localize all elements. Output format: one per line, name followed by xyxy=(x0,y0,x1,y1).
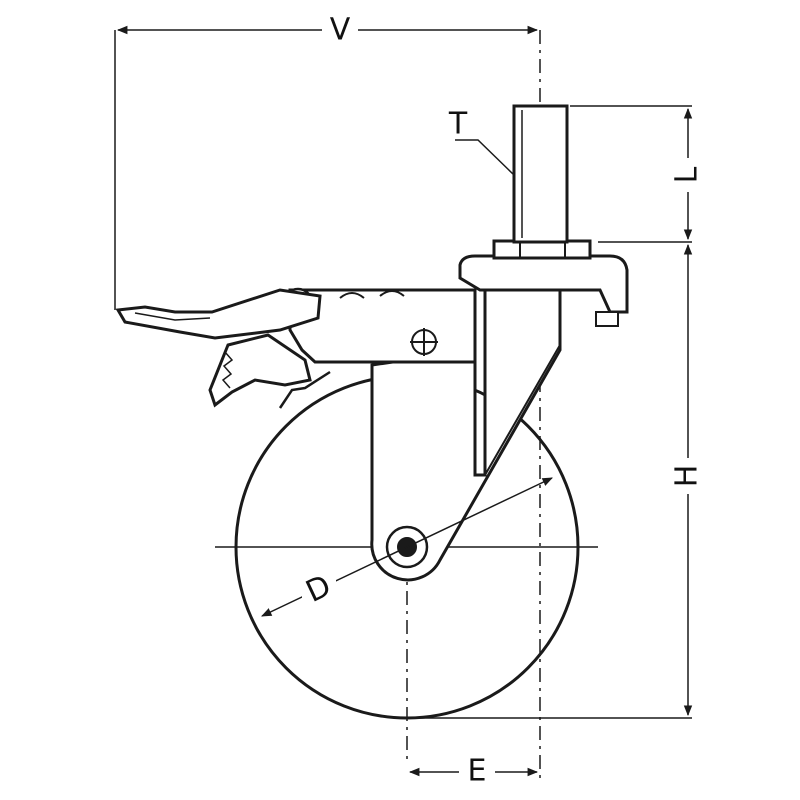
label-l: L xyxy=(670,166,705,183)
brake-housing xyxy=(288,288,477,364)
pedal-tread xyxy=(134,312,211,321)
brake-rivet-1 xyxy=(339,292,365,299)
label-h: H xyxy=(670,465,705,488)
brake-shoe xyxy=(208,333,312,408)
swivel-housing xyxy=(458,254,629,314)
swivel-side-tab xyxy=(595,311,619,327)
label-t: T xyxy=(448,107,468,142)
hex-nut xyxy=(492,239,592,260)
brake-rivet-2 xyxy=(379,290,405,297)
brake-pedal xyxy=(115,288,322,340)
brake-shoe-teeth xyxy=(221,351,234,389)
fork-inner-edge xyxy=(484,344,561,476)
label-e: E xyxy=(468,754,487,789)
brake-spring xyxy=(278,370,331,409)
t-leader-line xyxy=(455,139,515,176)
label-v: V xyxy=(330,13,351,48)
